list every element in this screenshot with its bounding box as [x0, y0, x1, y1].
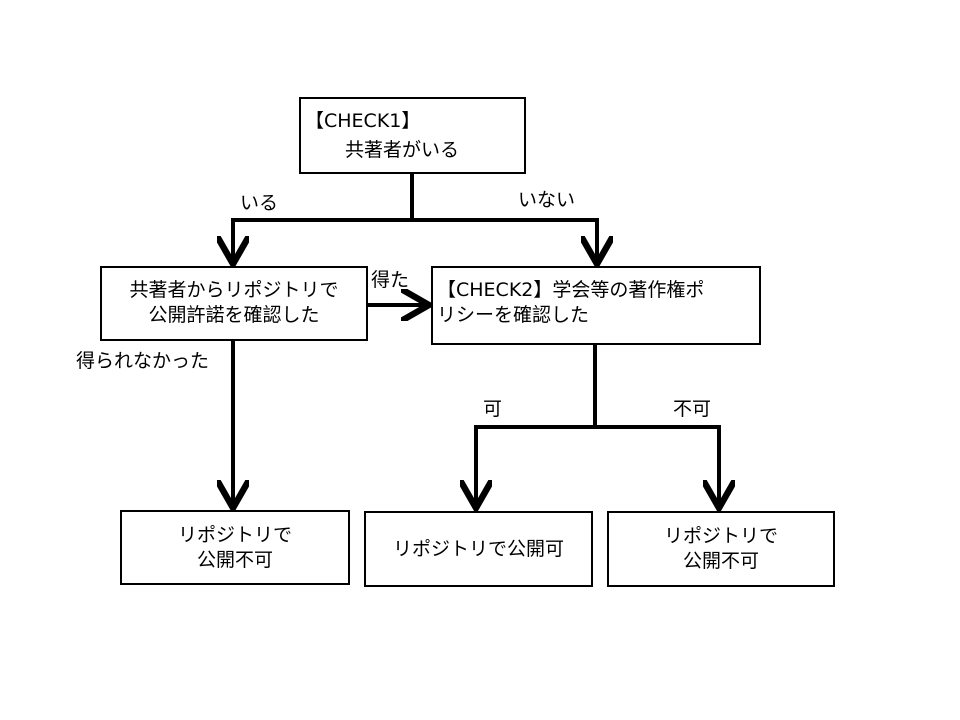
- result-middle-box: リポジトリで公開可: [364, 511, 593, 587]
- check2-line2: リシーを確認した: [437, 304, 590, 326]
- edge-label-not-obtained: 得られなかった: [76, 350, 210, 372]
- coauthor-permission-line1: 共著者からリポジトリで: [129, 279, 339, 301]
- edge-label-no: いない: [518, 189, 576, 211]
- result-right-line2: 公開不可: [682, 550, 759, 572]
- result-middle-text: リポジトリで公開可: [392, 538, 564, 560]
- result-right-box: リポジトリで 公開不可: [607, 511, 835, 587]
- check1-question: 共著者がいる: [345, 139, 460, 161]
- result-left-line1: リポジトリで: [177, 524, 292, 546]
- coauthor-permission-line2: 公開許諾を確認した: [148, 304, 320, 326]
- edge-label-not-allowed: 不可: [673, 398, 712, 420]
- result-left-line2: 公開不可: [196, 549, 273, 571]
- result-right-line1: リポジトリで: [663, 525, 778, 547]
- check2-line1: 【CHECK2】学会等の著作権ポ: [437, 279, 705, 301]
- check1-box: 【CHECK1】 共著者がいる: [299, 97, 526, 174]
- coauthor-permission-box: 共著者からリポジトリで 公開許諾を確認した: [100, 266, 368, 341]
- edge-label-yes: いる: [240, 192, 279, 214]
- check2-box: 【CHECK2】学会等の著作権ポ リシーを確認した: [431, 266, 761, 345]
- check1-title: 【CHECK1】: [305, 110, 421, 132]
- edge-label-allowed: 可: [483, 398, 503, 420]
- edge-label-obtained: 得た: [371, 269, 410, 291]
- result-left-box: リポジトリで 公開不可: [120, 510, 350, 585]
